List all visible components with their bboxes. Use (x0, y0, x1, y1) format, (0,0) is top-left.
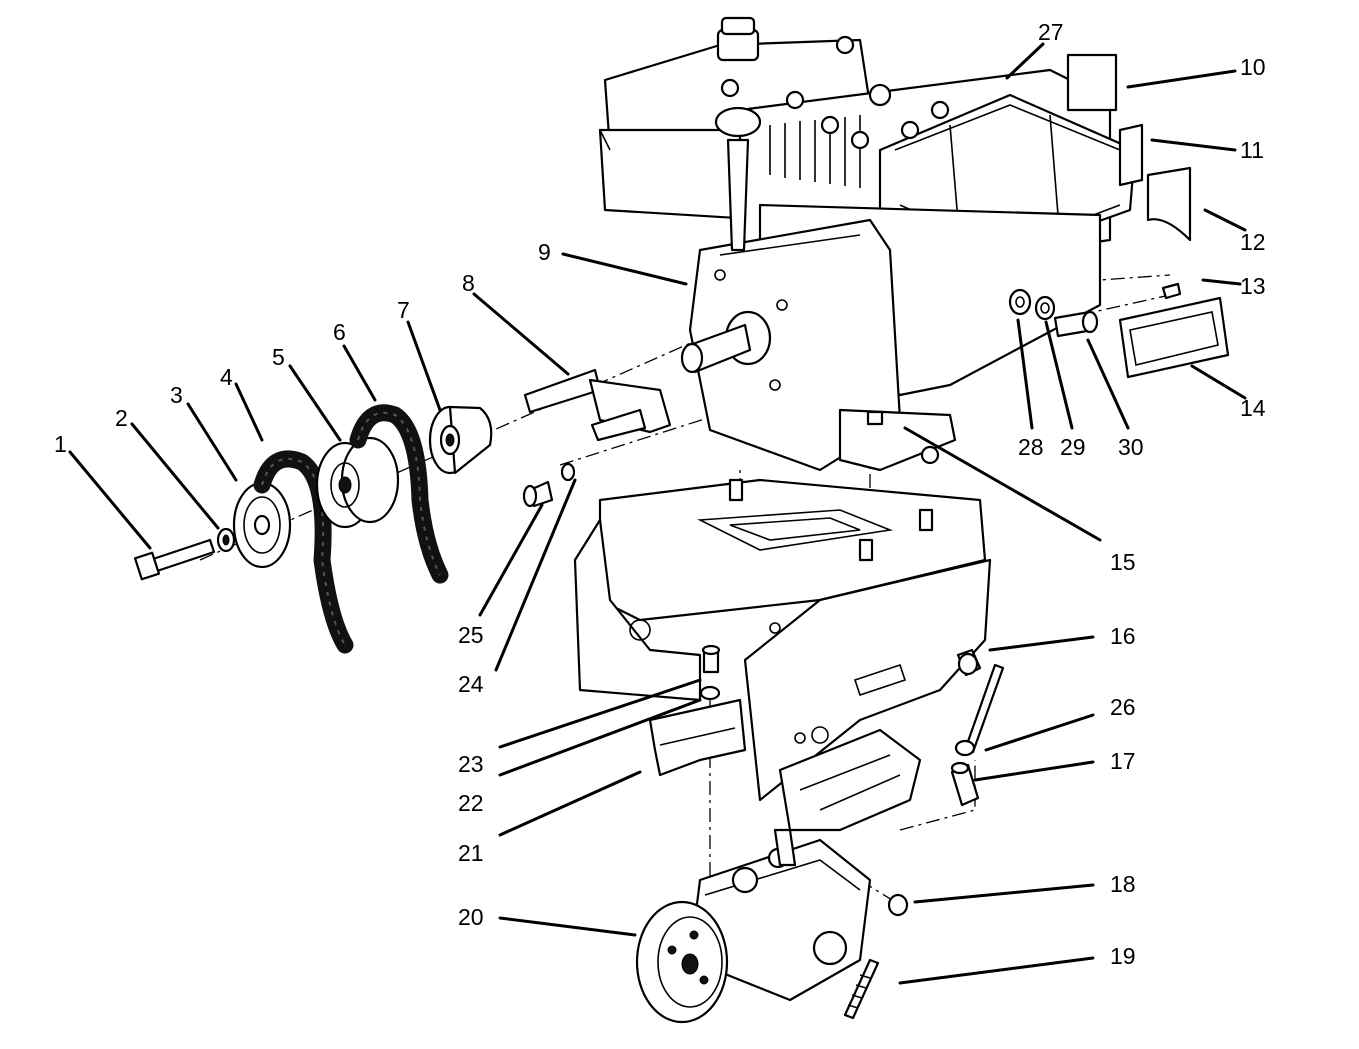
leader-23 (498, 678, 702, 749)
leader-21 (498, 770, 642, 837)
leader-11 (1150, 138, 1237, 152)
leader-28 (1016, 318, 1034, 430)
callout-24: 24 (458, 671, 484, 697)
leader-2 (130, 422, 220, 530)
leader-7 (406, 320, 442, 412)
callout-19: 19 (1110, 943, 1136, 969)
screw-13 (1161, 282, 1182, 300)
leader-22 (498, 698, 702, 777)
callout-13: 13 (1240, 273, 1266, 299)
callout-29: 29 (1060, 434, 1086, 460)
leader-8 (472, 292, 570, 376)
gearbox (688, 728, 922, 1002)
callout-21: 21 (458, 840, 484, 866)
frame-plate (573, 478, 992, 802)
callout-11: 11 (1240, 137, 1264, 163)
callout-28: 28 (1018, 434, 1044, 460)
leader-27 (1005, 42, 1045, 80)
callout-14: 14 (1240, 395, 1266, 421)
leader-12 (1203, 208, 1247, 232)
callout-17: 17 (1110, 748, 1136, 774)
spring-19 (843, 958, 880, 1020)
callout-5: 5 (272, 344, 285, 370)
engine-assembly (598, 16, 1137, 472)
leader-29 (1044, 320, 1074, 430)
leader-15 (903, 426, 1102, 542)
leader-30 (1086, 338, 1130, 430)
leader-6 (342, 344, 377, 402)
pulley-5 (315, 436, 400, 529)
callout-16: 16 (1110, 623, 1136, 649)
leader-18 (913, 883, 1095, 904)
callout-23: 23 (458, 751, 484, 777)
callout-3: 3 (170, 382, 183, 408)
leader-3 (186, 402, 238, 482)
callout-7: 7 (397, 297, 410, 323)
callout-22: 22 (458, 790, 484, 816)
callout-6: 6 (333, 319, 346, 345)
callout-10: 10 (1240, 54, 1266, 80)
callout-4: 4 (220, 364, 233, 390)
leader-14 (1190, 364, 1247, 400)
leader-13 (1201, 278, 1242, 286)
washer-28 (1008, 288, 1032, 316)
washer-2 (216, 527, 236, 553)
callout-18: 18 (1110, 871, 1136, 897)
callout-8: 8 (462, 270, 475, 296)
leader-19 (898, 956, 1095, 985)
pulley-20 (635, 900, 729, 1024)
pulley-7 (428, 405, 493, 475)
cooling-fins (769, 115, 861, 188)
decal-12 (1146, 166, 1192, 242)
leader-9 (561, 252, 688, 286)
callout-12: 12 (1240, 229, 1266, 255)
leader-17 (973, 760, 1095, 782)
washer-24 (560, 462, 576, 482)
elbow-17 (950, 761, 980, 807)
v-belt-6 (349, 404, 449, 584)
bolt-23 (701, 644, 721, 674)
leader-16 (988, 635, 1095, 652)
bolt-30 (1053, 310, 1099, 338)
callout-20: 20 (458, 904, 484, 930)
leader-1 (68, 450, 152, 550)
washer-29 (1034, 295, 1056, 321)
decal-11 (1118, 123, 1144, 187)
callout-2: 2 (115, 405, 128, 431)
leader-24 (494, 478, 577, 672)
decal-10 (1066, 53, 1118, 112)
leader-5 (288, 364, 342, 442)
leader-26 (984, 713, 1095, 752)
leader-lines (68, 42, 1247, 985)
rod (963, 663, 1005, 754)
callout-9: 9 (538, 239, 551, 265)
plate-14 (1118, 296, 1230, 379)
nut-18 (887, 893, 909, 917)
leader-20 (498, 916, 637, 937)
callout-25: 25 (458, 622, 484, 648)
leader-25 (478, 503, 544, 617)
callout-26: 26 (1110, 694, 1136, 720)
bracket-8 (523, 368, 672, 442)
bracket-21 (648, 698, 747, 777)
bolt-1 (133, 538, 216, 581)
callout-30: 30 (1118, 434, 1144, 460)
leader-4 (234, 382, 264, 442)
screw-16 (956, 648, 982, 677)
leader-10 (1126, 69, 1237, 89)
callout-labels: 1 2 3 4 5 6 7 8 9 10 11 12 13 14 15 16 1… (54, 19, 1266, 969)
pulley-3 (232, 481, 292, 569)
screw-25 (522, 480, 554, 508)
callout-27: 27 (1038, 19, 1064, 45)
nut-26 (954, 739, 976, 757)
callout-1: 1 (54, 431, 67, 457)
callout-15: 15 (1110, 549, 1136, 575)
washer-22 (699, 685, 721, 701)
